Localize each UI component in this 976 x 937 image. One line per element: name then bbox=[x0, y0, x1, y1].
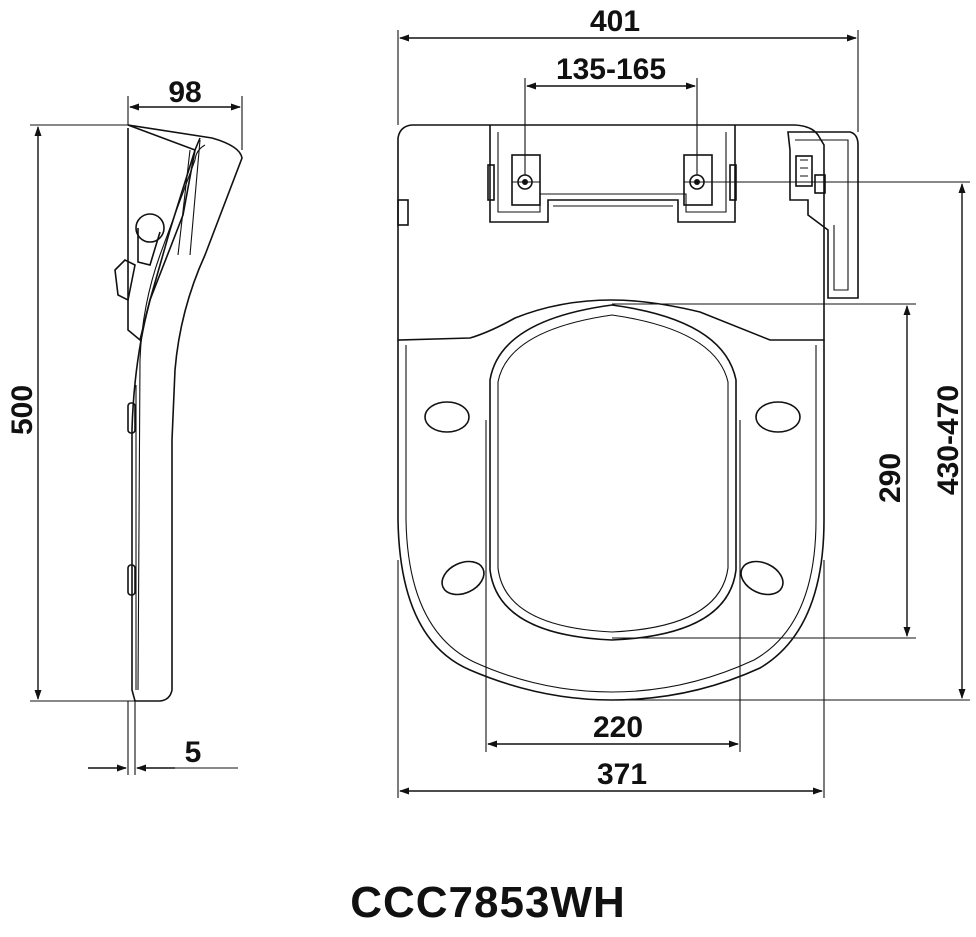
side-buffer-bottom bbox=[127, 564, 136, 596]
label-side-gap: 5 bbox=[185, 736, 202, 769]
label-side-depth: 98 bbox=[168, 76, 201, 109]
hinge-plate bbox=[397, 124, 825, 341]
fixing-slot-left bbox=[511, 154, 541, 206]
label-hinge-spacing: 135-165 bbox=[556, 53, 666, 86]
dim-side-gap: 5 bbox=[88, 701, 238, 775]
label-opening-length: 290 bbox=[874, 453, 907, 503]
dim-side-depth: 98 bbox=[127, 76, 243, 150]
fixing-slot-right bbox=[683, 154, 713, 206]
dim-opening-width: 220 bbox=[485, 420, 741, 752]
side-hinge bbox=[127, 128, 201, 342]
top-view bbox=[397, 124, 859, 701]
side-profile-outer bbox=[127, 124, 243, 702]
dim-hinge-spacing: 135-165 bbox=[524, 53, 698, 175]
label-fixing-range: 430-470 bbox=[932, 385, 965, 495]
label-overall-width: 401 bbox=[590, 5, 640, 38]
hinge-bracket bbox=[489, 125, 736, 223]
dim-overall-width: 401 bbox=[397, 5, 859, 132]
side-hinge-knob bbox=[135, 213, 165, 243]
model-title: CCC7853WH bbox=[350, 878, 626, 927]
seat-outline bbox=[397, 340, 825, 701]
label-seat-width: 371 bbox=[597, 758, 647, 791]
buffer-right-top bbox=[755, 401, 801, 433]
buffer-left-bottom bbox=[441, 560, 485, 596]
side-fitting bbox=[787, 131, 859, 299]
lid-outline bbox=[489, 304, 737, 641]
dim-side-height: 500 bbox=[6, 124, 135, 702]
dim-opening-length: 290 bbox=[612, 303, 916, 639]
dim-fixing-range: 430-470 bbox=[612, 181, 970, 701]
side-buffer-top bbox=[127, 402, 136, 434]
label-opening-width: 220 bbox=[593, 711, 643, 744]
label-side-height: 500 bbox=[6, 385, 39, 435]
dim-seat-width: 371 bbox=[397, 560, 825, 798]
buffer-right-bottom bbox=[740, 560, 784, 596]
buffer-left-top bbox=[424, 401, 470, 433]
side-view bbox=[114, 124, 243, 702]
